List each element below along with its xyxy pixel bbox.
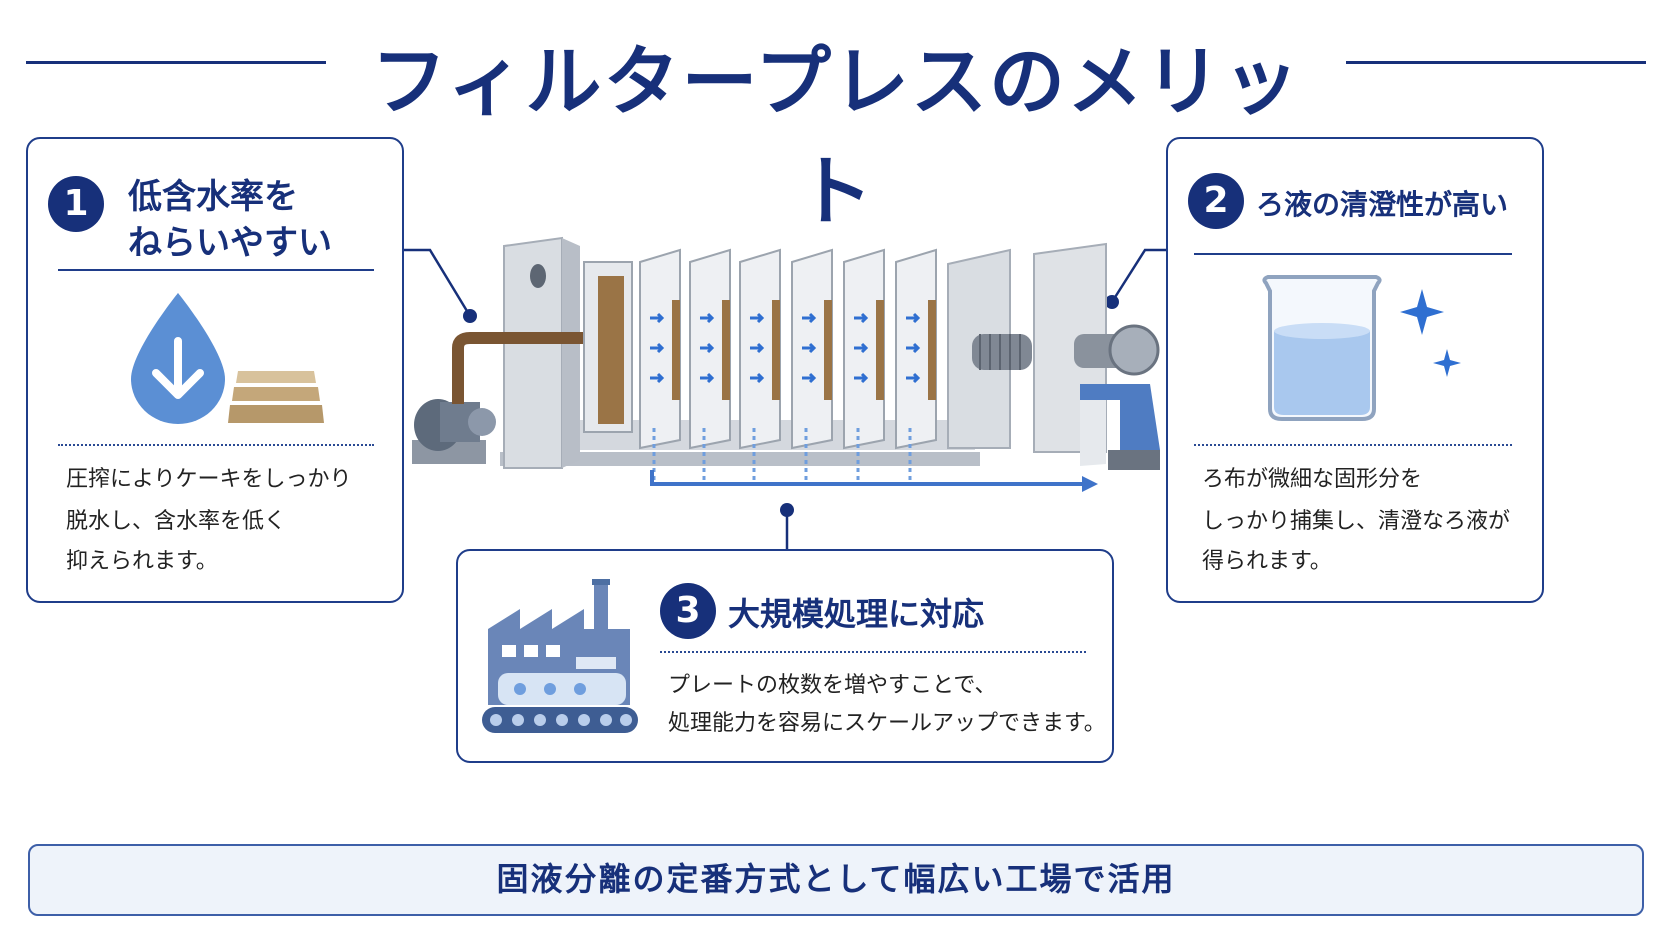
benefit-number-3: 3 <box>660 583 716 639</box>
card-1-title-rule <box>58 269 374 271</box>
filter-plate <box>739 248 781 480</box>
benefit-body-3-line1: プレートの枚数を増やすことで、 <box>668 673 997 698</box>
sparkle-icon <box>1400 289 1461 377</box>
card-3-body-rule <box>660 651 1086 653</box>
title-area: フィルタープレスのメリット <box>0 14 1672 236</box>
beaker-clear-water-icon <box>1262 275 1382 421</box>
filter-plates <box>639 248 937 480</box>
title-rule-right <box>1346 61 1646 64</box>
card-2-body-rule <box>1194 444 1512 446</box>
benefit-body-1-line1: 圧搾によりケーキをしっかり <box>66 467 352 492</box>
benefit-title-1-line2: ねらいやすい <box>128 223 332 263</box>
benefit-body-3-line2: 処理能力を容易にスケールアップできます。 <box>668 711 1106 736</box>
filter-plate <box>843 248 885 480</box>
benefit-card-1: 1 低含水率を ねらいやすい 圧搾によりケーキをしっかり 脱水し、含水率を低く … <box>26 137 404 603</box>
title-rule-left <box>26 61 326 64</box>
benefit-card-3: 3 大規模処理に対応 プレートの枚数を増やすことで、 処理能力を容易にスケールア… <box>456 549 1114 763</box>
benefit-body-1-line2: 脱水し、含水率を低く <box>66 509 287 534</box>
benefit-card-2: 2 ろ液の清澄性が高い ろ布が微細な固形分を しっかり捕集し、清澄なろ液が 得ら… <box>1166 137 1544 603</box>
filter-plate <box>895 248 937 480</box>
filter-plate <box>791 248 833 480</box>
water-drop-down-icon <box>131 293 225 424</box>
card-2-title-rule <box>1194 253 1512 255</box>
dry-cake-layers-icon <box>228 371 324 423</box>
benefit-number-2: 2 <box>1188 173 1244 229</box>
footer-banner: 固液分離の定番方式として幅広い工場で活用 <box>28 844 1644 916</box>
benefit-number-1: 1 <box>48 176 104 232</box>
filter-plate <box>689 248 731 480</box>
benefit-body-2-line1: ろ布が微細な固形分を <box>1202 467 1423 492</box>
benefit-title-3: 大規模処理に対応 <box>728 595 985 633</box>
benefit-title-1-line1: 低含水率を <box>128 177 298 217</box>
benefit-body-2-line2: しっかり捕集し、清澄なろ液が <box>1202 509 1511 534</box>
benefit-title-2: ろ液の清澄性が高い <box>1256 188 1509 221</box>
factory-conveyor-icon <box>482 579 638 733</box>
benefit-body-1-line3: 抑えられます。 <box>66 549 218 574</box>
benefit-body-2-line3: 得られます。 <box>1202 549 1332 574</box>
filter-plate <box>639 248 681 480</box>
card-1-body-rule <box>58 444 374 446</box>
page-title: フィルタープレスのメリット <box>371 37 1301 236</box>
